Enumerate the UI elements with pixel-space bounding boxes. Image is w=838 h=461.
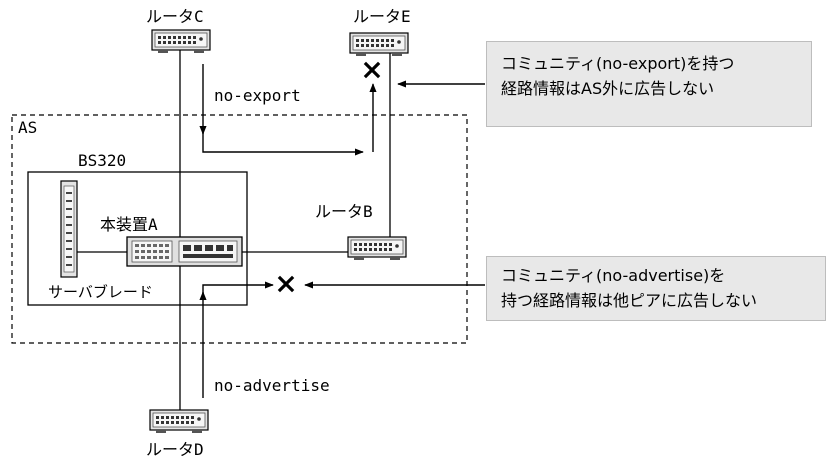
no-advertise-arrow-right [202,281,274,296]
router-b-label: ルータB [315,202,373,221]
note-no-export-line1: コミュニティ(no-export)を持つ [501,54,735,73]
router-c [151,29,211,54]
router-d-label: ルータD [146,440,204,459]
router-b [347,236,407,261]
note-no-advertise-line1: コミュニティ(no-advertise)を [501,266,726,285]
note-no-export: コミュニティ(no-export)を持つ 経路情報はAS外に広告しない [486,41,812,127]
router-e [349,32,409,57]
device-a [126,236,243,267]
device-a-label: 本装置A [100,215,158,234]
note-no-export-line2: 経路情報はAS外に広告しない [501,79,715,98]
bs320-label: BS320 [78,151,126,170]
server-blade-label: サーバブレード [48,283,153,301]
as-label: AS [18,118,37,137]
blocked-mark-export [363,61,381,79]
no-export-label: no-export [214,86,301,105]
note-no-advertise: コミュニティ(no-advertise)を 持つ経路情報は他ピアに広告しない [486,256,826,321]
note-no-advertise-line2: 持つ経路情報は他ピアに広告しない [501,291,758,310]
as-boundary [11,114,468,344]
server-blade [60,180,78,278]
router-d [149,409,209,434]
no-export-arrow-right [202,130,364,156]
bs320-box [27,171,248,306]
router-e-label: ルータE [353,7,411,26]
router-c-label: ルータC [146,7,204,26]
no-advertise-label: no-advertise [214,376,330,395]
blocked-mark-advertise [277,275,295,293]
